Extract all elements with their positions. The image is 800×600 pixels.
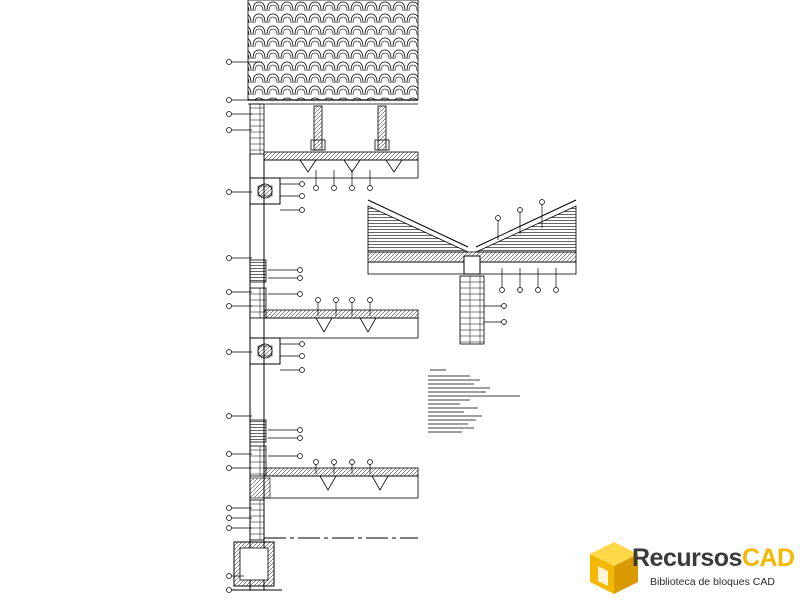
floor-slab-2 bbox=[249, 309, 419, 365]
brand-name-part1: Recursos bbox=[632, 544, 742, 572]
right-callouts bbox=[268, 170, 559, 474]
brand-tagline: Biblioteca de bloques CAD bbox=[650, 576, 775, 588]
floor-slab-1 bbox=[249, 151, 419, 205]
roof-posts bbox=[310, 105, 390, 151]
ridge-detail bbox=[367, 199, 577, 345]
cube-logo-icon bbox=[590, 542, 638, 594]
brand-name: RecursosCAD bbox=[632, 544, 795, 573]
recursoscad-logo: RecursosCAD Biblioteca de bloques CAD bbox=[588, 538, 800, 598]
left-callouts bbox=[226, 59, 262, 593]
brand-name-part2: CAD bbox=[741, 544, 795, 572]
roof-tiles bbox=[247, 0, 419, 105]
main-wall bbox=[249, 103, 267, 590]
legend-block bbox=[428, 369, 520, 433]
foundation bbox=[226, 541, 282, 591]
floor-slab-3 bbox=[249, 467, 419, 499]
